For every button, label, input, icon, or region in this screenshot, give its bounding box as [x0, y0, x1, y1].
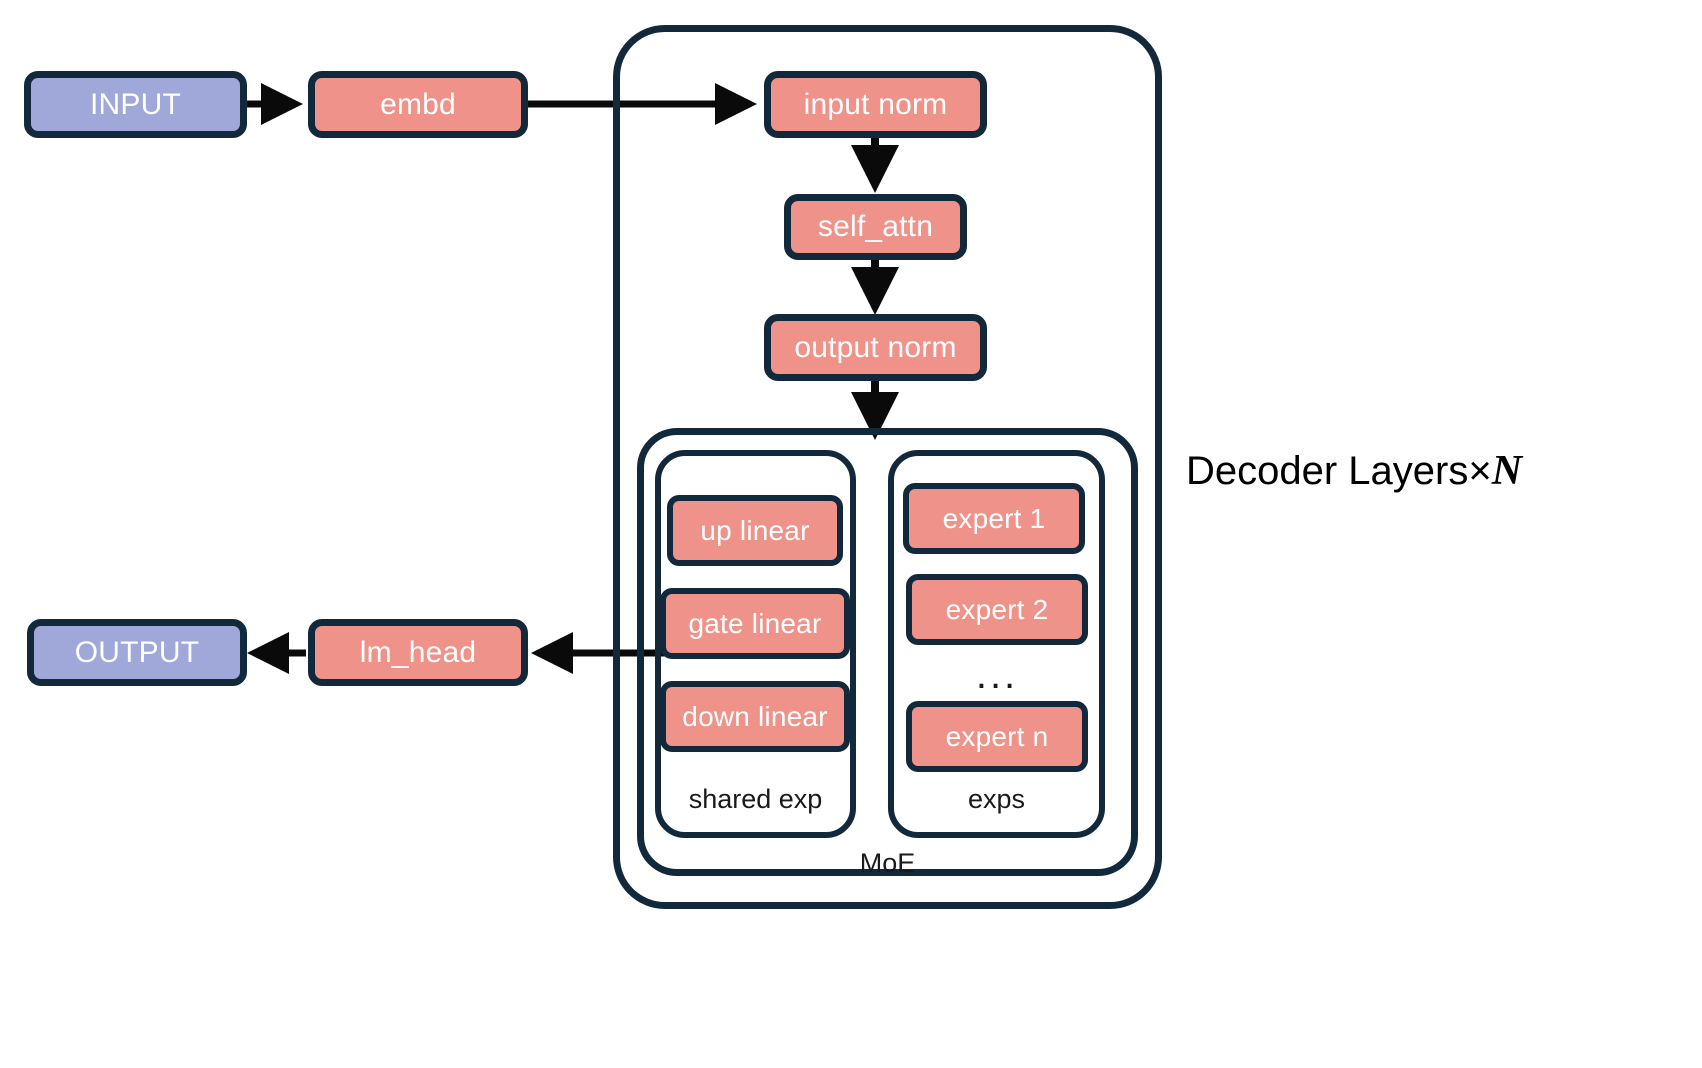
node-up-linear[interactable]: up linear	[667, 495, 843, 566]
node-embd-label: embd	[380, 87, 456, 121]
moe-label: MoE	[859, 848, 916, 878]
node-input-norm[interactable]: input norm	[764, 71, 987, 138]
node-lm-head-label: lm_head	[359, 635, 477, 669]
node-input[interactable]: INPUT	[24, 71, 247, 138]
node-input-norm-label: input norm	[803, 87, 948, 121]
node-expert-2[interactable]: expert 2	[906, 574, 1088, 645]
shared-expert-column-label: shared exp	[688, 784, 823, 814]
node-expert-1-label: expert 1	[942, 502, 1046, 534]
experts-column-label: exps	[967, 784, 1026, 814]
decoder-layers-variable: N	[1491, 448, 1523, 494]
node-self-attn-label: self_attn	[817, 210, 934, 243]
node-input-label: INPUT	[90, 87, 181, 121]
node-embd[interactable]: embd	[308, 71, 528, 138]
node-gate-linear[interactable]: gate linear	[660, 588, 850, 659]
experts-column	[888, 450, 1105, 838]
node-output-norm[interactable]: output norm	[764, 314, 987, 381]
node-output-norm-label: output norm	[794, 330, 957, 364]
node-output[interactable]: OUTPUT	[27, 619, 247, 686]
node-self-attn[interactable]: self_attn	[784, 194, 967, 260]
node-gate-linear-label: gate linear	[688, 607, 822, 639]
node-down-linear[interactable]: down linear	[660, 681, 850, 752]
decoder-layers-prefix: Decoder Layers×	[1186, 449, 1492, 493]
node-expert-n-label: expert n	[945, 720, 1049, 752]
node-lm-head[interactable]: lm_head	[308, 619, 528, 686]
shared-expert-column	[655, 450, 856, 838]
moe-container	[637, 428, 1138, 876]
node-expert-n[interactable]: expert n	[906, 701, 1088, 772]
decoder-layers-container	[613, 25, 1162, 909]
experts-ellipsis: ...	[975, 653, 1019, 697]
node-output-label: OUTPUT	[74, 635, 200, 669]
node-down-linear-label: down linear	[682, 700, 828, 732]
node-expert-1[interactable]: expert 1	[903, 483, 1085, 554]
node-up-linear-label: up linear	[700, 514, 810, 546]
decoder-layers-annotation: Decoder Layers×N	[1186, 450, 1522, 492]
node-expert-2-label: expert 2	[945, 593, 1049, 625]
